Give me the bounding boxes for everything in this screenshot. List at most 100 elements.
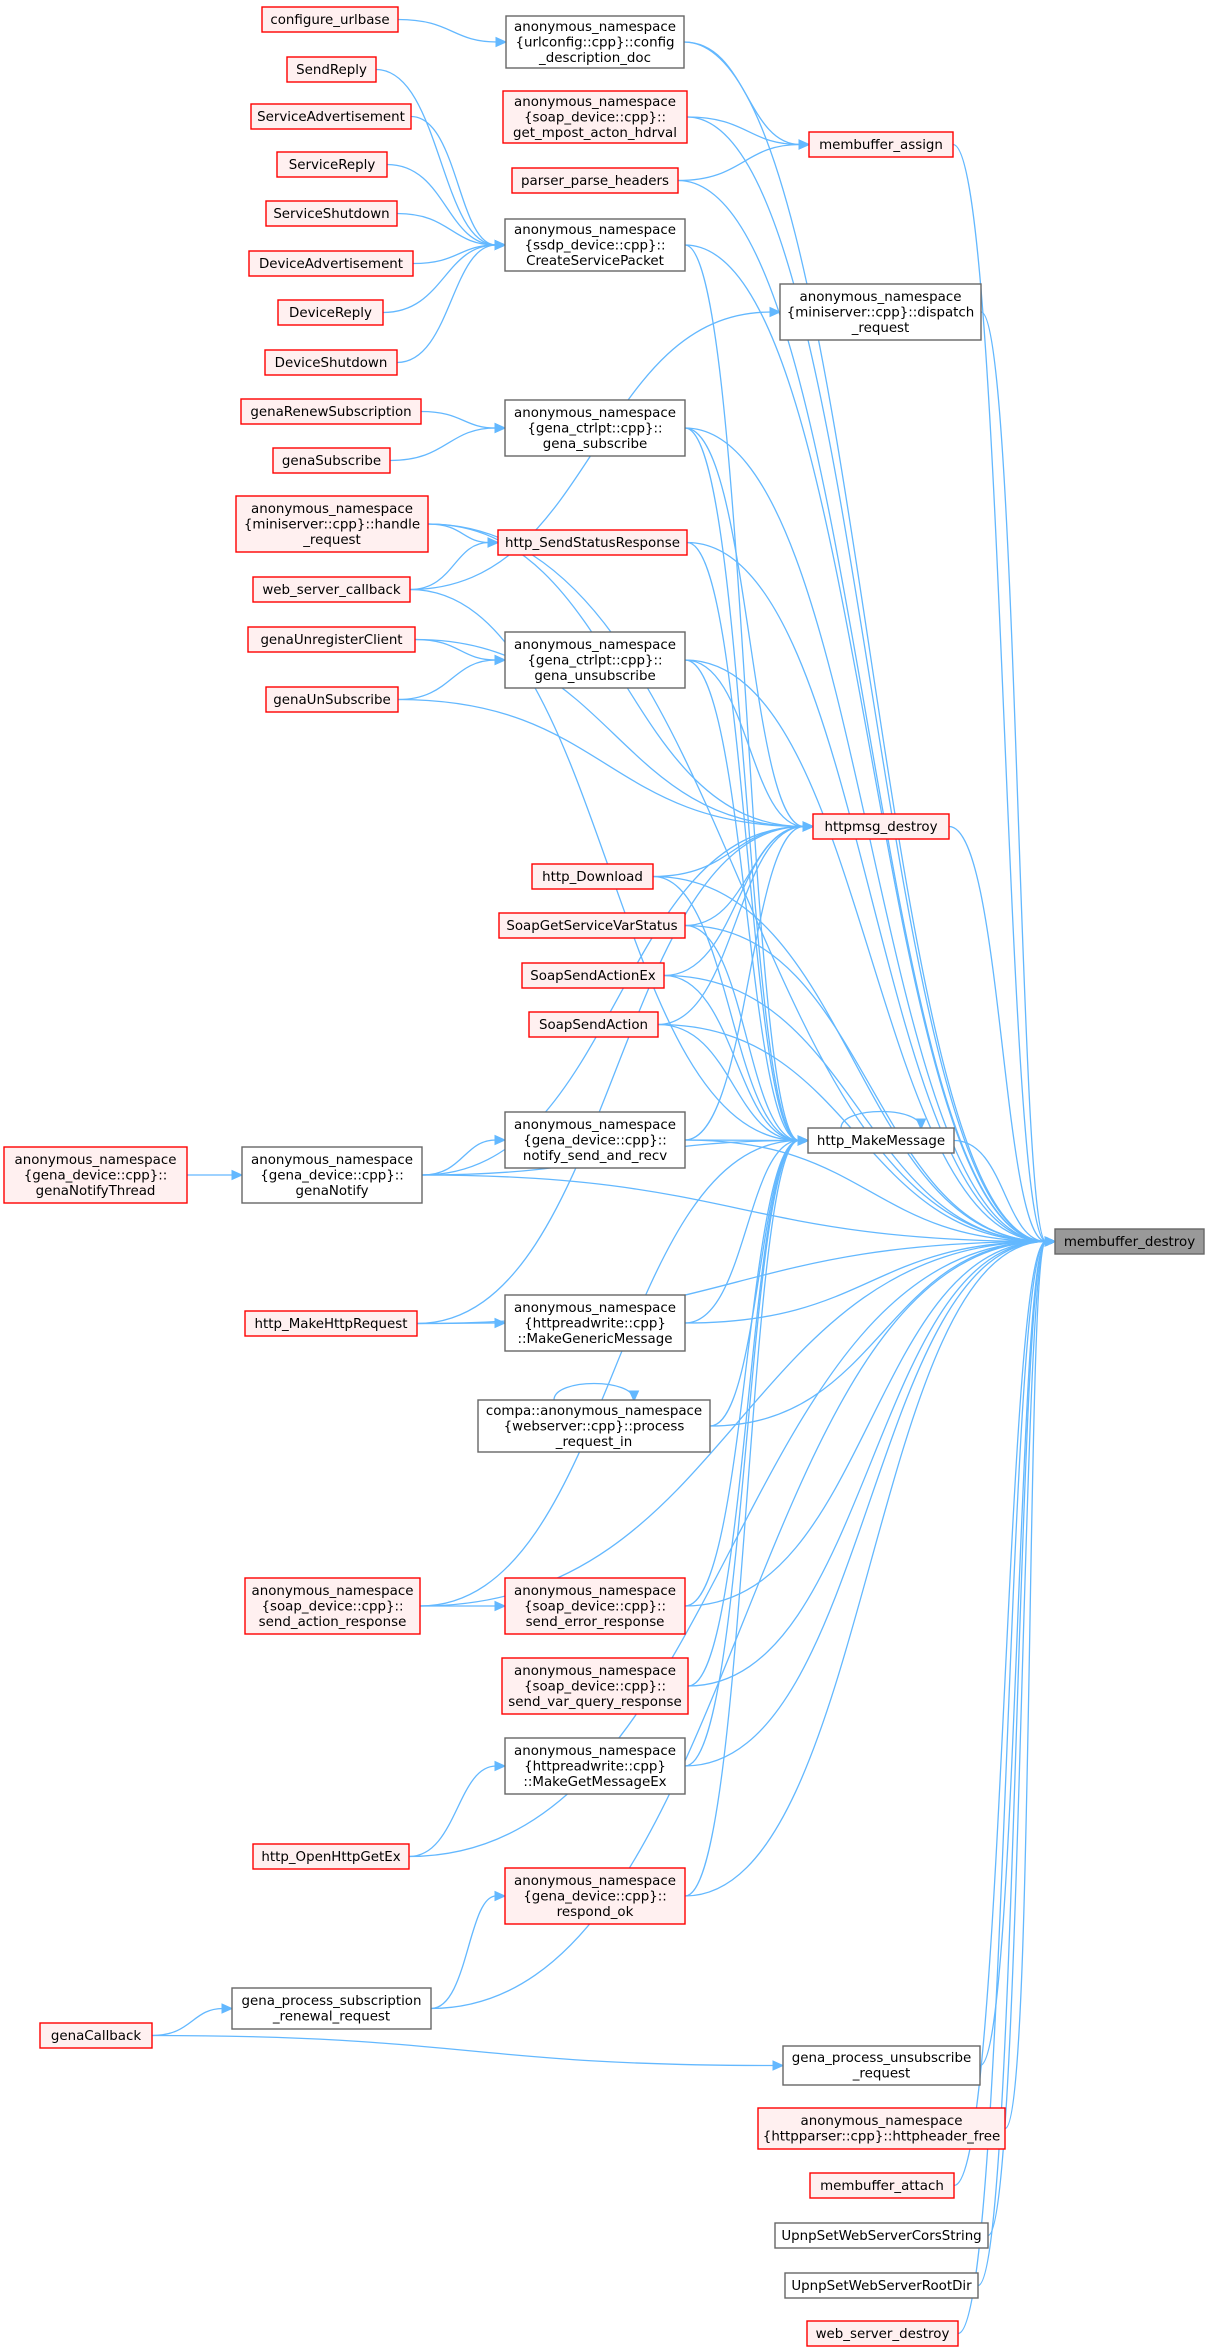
node-createservicepacket[interactable]: anonymous_namespace{ssdp_device::cpp}::C… [504, 218, 686, 272]
node-label: genaRenewSubscription [250, 405, 411, 420]
call-edge [957, 1236, 1057, 2335]
node-membuffer-attach[interactable]: membuffer_attach [809, 2172, 955, 2199]
call-edge-line [684, 825, 805, 1141]
node-send-error-response[interactable]: anonymous_namespace{soap_device::cpp}::s… [504, 1577, 686, 1635]
node-deviceshutdown[interactable]: DeviceShutdown [264, 349, 398, 376]
node-send-action-response[interactable]: anonymous_namespace{soap_device::cpp}::s… [244, 1577, 421, 1635]
node-label: ServiceReply [289, 158, 376, 173]
node-get-mpost-acton-hdrval[interactable]: anonymous_namespace{soap_device::cpp}::g… [502, 90, 688, 144]
node-genanotifythread[interactable]: anonymous_namespace{gena_device::cpp}::g… [3, 1146, 188, 1204]
node-web-server-callback[interactable]: web_server_callback [252, 576, 411, 603]
node-notify-send-and-recv[interactable]: anonymous_namespace{gena_device::cpp}::n… [504, 1111, 686, 1169]
node-genacallback[interactable]: genaCallback [39, 2022, 153, 2049]
call-edge-line [151, 2007, 224, 2037]
call-edge [684, 244, 810, 1146]
node-makegetmessageex[interactable]: anonymous_namespace{httpreadwrite::cpp}:… [504, 1737, 686, 1795]
node-label: {miniserver::cpp}::dispatch [787, 305, 975, 320]
node-box [504, 399, 686, 457]
call-edge-line [957, 1240, 1047, 2335]
call-edge-line [663, 974, 1047, 1243]
node-serviceshutdown[interactable]: ServiceShutdown [265, 200, 398, 227]
call-edge-line [657, 825, 805, 1026]
node-dispatch-request[interactable]: anonymous_namespace{miniserver::cpp}::di… [779, 283, 982, 341]
node-gena-subscribe[interactable]: anonymous_namespace{gena_ctrlpt::cpp}::g… [504, 399, 686, 457]
node-gena-process-unsubscribe-request[interactable]: gena_process_unsubscribe_request [782, 2045, 981, 2086]
node-gena-process-subscription-renewal-request[interactable]: gena_process_subscription_renewal_reques… [231, 1987, 432, 2030]
node-box [498, 912, 686, 939]
call-edge-line [410, 115, 497, 246]
node-httpheader-free[interactable]: anonymous_namespace{httpparser::cpp}::ht… [757, 2107, 1006, 2150]
node-respond-ok[interactable]: anonymous_namespace{gena_device::cpp}::r… [504, 1867, 686, 1925]
node-http-openhttpgetex[interactable]: http_OpenHttpGetEx [252, 1843, 410, 1870]
node-box [265, 200, 398, 227]
node-parser-parse-headers[interactable]: parser_parse_headers [511, 167, 679, 194]
node-genasubscribe[interactable]: genaSubscribe [272, 447, 391, 474]
node-membuffer-destroy[interactable]: membuffer_destroy [1054, 1228, 1205, 1255]
node-label: {webserver::cpp}::process [504, 1419, 685, 1434]
node-http-makemessage[interactable]: http_MakeMessage [807, 1127, 955, 1154]
node-process-request-in[interactable]: compa::anonymous_namespace{webserver::cp… [477, 1399, 711, 1453]
call-edge-line [684, 825, 805, 927]
node-label: {ssdp_device::cpp}:: [524, 238, 665, 253]
call-edge-line [684, 659, 800, 1142]
node-genaunsubscribe[interactable]: genaUnSubscribe [265, 686, 399, 713]
node-box [1054, 1228, 1205, 1255]
node-soapsendaction[interactable]: SoapSendAction [528, 1011, 659, 1038]
node-label: anonymous_namespace [251, 502, 413, 517]
node-genaunregisterclient[interactable]: genaUnregisterClient [247, 626, 416, 653]
node-box [241, 1146, 423, 1204]
node-box [240, 398, 422, 425]
call-edge [684, 427, 815, 832]
call-edge-line [709, 1240, 1047, 1427]
node-label: _request [851, 321, 910, 336]
node-servicereply[interactable]: ServiceReply [276, 151, 388, 178]
node-box [264, 349, 398, 376]
node-handle-request[interactable]: anonymous_namespace{miniserver::cpp}::ha… [235, 495, 429, 553]
node-configure-urlbase[interactable]: configure_urlbase [261, 6, 399, 33]
node-label: http_OpenHttpGetEx [261, 1850, 400, 1865]
node-config-description-doc[interactable]: anonymous_namespace{urlconfig::cpp}::con… [505, 15, 685, 69]
node-label: SendReply [296, 63, 367, 78]
node-box [808, 131, 954, 158]
node-gena-unsubscribe[interactable]: anonymous_namespace{gena_ctrlpt::cpp}::g… [504, 631, 686, 689]
call-edge [684, 1135, 810, 1897]
node-http-sendstatusresponse[interactable]: http_SendStatusResponse [497, 529, 688, 556]
call-edge [409, 537, 500, 591]
call-edge [684, 659, 810, 1146]
node-http-makehttprequest[interactable]: http_MakeHttpRequest [244, 1310, 418, 1337]
call-edge-line [684, 659, 1047, 1243]
node-soapgetservicevarstatus[interactable]: SoapGetServiceVarStatus [498, 912, 686, 939]
node-box [531, 863, 654, 890]
node-send-var-query-response[interactable]: anonymous_namespace{soap_device::cpp}::s… [501, 1657, 689, 1715]
call-edge [684, 1135, 810, 1324]
node-makegenericmessage[interactable]: anonymous_namespace{httpreadwrite::cpp}:… [504, 1294, 686, 1352]
node-membuffer-assign[interactable]: membuffer_assign [808, 131, 954, 158]
node-devicereply[interactable]: DeviceReply [277, 299, 384, 326]
node-label: UpnpSetWebServerRootDir [791, 2279, 972, 2294]
call-edge [410, 115, 507, 251]
call-edge-line [684, 1139, 800, 1324]
node-soapsendactionex[interactable]: SoapSendActionEx [521, 962, 665, 989]
call-edge [416, 821, 815, 1325]
node-upnpsetwebserverrootdir[interactable]: UpnpSetWebServerRootDir [784, 2272, 979, 2299]
call-edge-arrowhead [231, 1169, 244, 1181]
node-label: ServiceShutdown [273, 207, 389, 222]
node-web-server-destroy[interactable]: web_server_destroy [806, 2320, 959, 2347]
node-deviceadvertisement[interactable]: DeviceAdvertisement [248, 250, 414, 277]
call-edge-arrowhead [1044, 1236, 1057, 1247]
node-upnpsetwebservercorsstring[interactable]: UpnpSetWebServerCorsString [774, 2222, 989, 2249]
node-label: ::MakeGenericMessage [518, 1332, 673, 1347]
node-genanotify[interactable]: anonymous_namespace{gena_device::cpp}::g… [241, 1146, 423, 1204]
node-sendreply[interactable]: SendReply [286, 56, 377, 83]
call-edge-line [430, 1895, 497, 2010]
node-serviceadvertisement[interactable]: ServiceAdvertisement [250, 103, 412, 130]
call-edge [419, 1135, 810, 1607]
call-edge [684, 1135, 810, 1607]
node-genarenewsubscription[interactable]: genaRenewSubscription [240, 398, 422, 425]
node-label: anonymous_namespace [514, 1584, 676, 1599]
node-http-download[interactable]: http_Download [531, 863, 654, 890]
node-box [809, 2172, 955, 2199]
node-httpmsg-destroy[interactable]: httpmsg_destroy [812, 813, 950, 840]
node-box [774, 2222, 989, 2249]
